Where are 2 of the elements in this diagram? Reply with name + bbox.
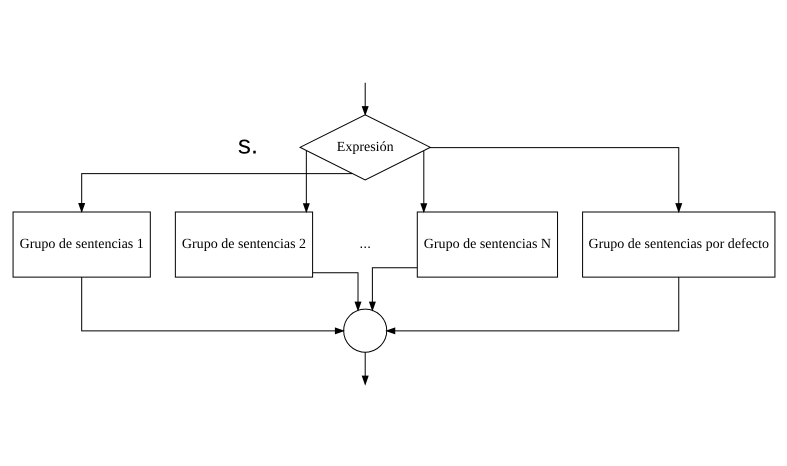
label: ...: [358, 234, 371, 251]
label: s.: [237, 129, 258, 160]
